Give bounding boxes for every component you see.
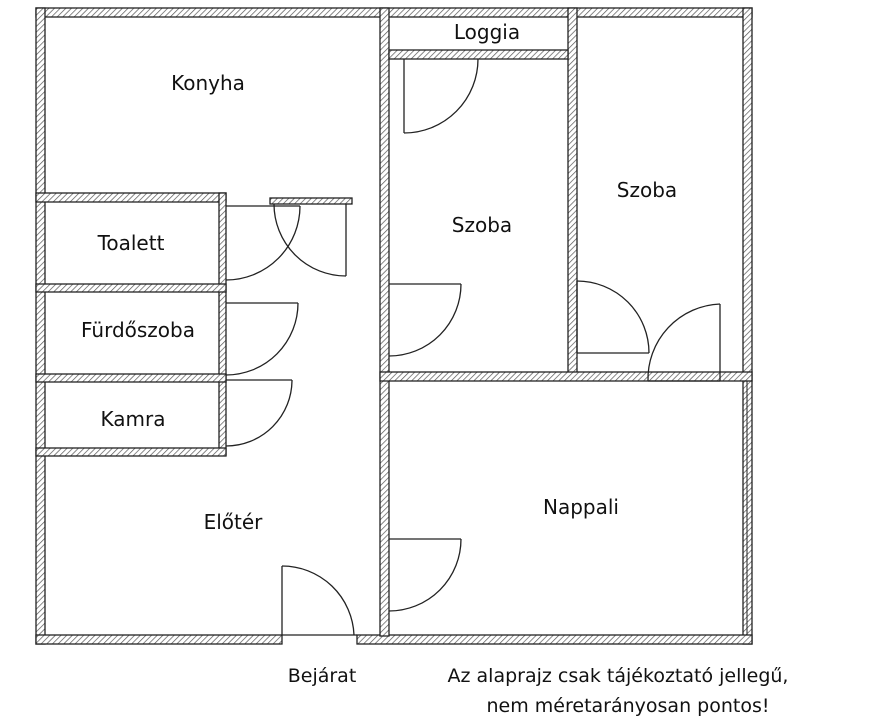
wall-szoba-divider — [567, 7, 578, 379]
room-toalett: Toalett — [97, 231, 165, 255]
wall-furdo-bottom — [35, 373, 227, 383]
wall-wetroom-right — [218, 192, 227, 456]
wall-left — [35, 7, 46, 645]
wall-top — [35, 7, 753, 18]
room-konyha: Konyha — [171, 71, 245, 95]
outer-walls — [35, 7, 753, 645]
door-kamra — [225, 379, 293, 447]
wall-center-vertical — [379, 7, 390, 637]
wall-nappali-top — [379, 371, 753, 382]
door-entrance — [281, 565, 357, 636]
room-nappali: Nappali — [543, 495, 619, 519]
wall-loggia — [388, 49, 569, 60]
wall-bottom-left — [35, 634, 283, 645]
room-kamra: Kamra — [101, 407, 166, 431]
door-furdoszoba — [225, 302, 299, 376]
room-szoba-right: Szoba — [617, 178, 677, 202]
disclaimer-line-1: Az alaprajz csak tájékoztató jellegű, — [448, 665, 789, 687]
wall-konyha-bottom — [35, 192, 227, 203]
door-middle-szoba-top — [403, 58, 479, 134]
wall-bottom-right — [356, 634, 753, 645]
counter — [269, 197, 353, 205]
room-loggia: Loggia — [454, 20, 520, 44]
door-kitchen — [273, 203, 347, 277]
entrance-label: Bejárat — [288, 665, 357, 687]
room-furdoszoba: Fürdőszoba — [81, 318, 195, 342]
door-right-szoba-left — [576, 280, 650, 354]
wall-toalett-bottom — [35, 283, 227, 293]
wall-kamra-bottom — [35, 447, 227, 457]
disclaimer-line-2: nem méretarányosan pontos! — [487, 695, 770, 717]
door-middle-szoba-bottom — [388, 283, 462, 357]
room-eloter: Előtér — [204, 510, 264, 534]
door-right-szoba-right — [647, 303, 721, 382]
interior-walls — [35, 7, 753, 637]
door-nappali — [388, 538, 462, 612]
room-szoba-middle: Szoba — [452, 213, 512, 237]
door-toalett — [225, 205, 301, 281]
doors — [225, 58, 721, 636]
